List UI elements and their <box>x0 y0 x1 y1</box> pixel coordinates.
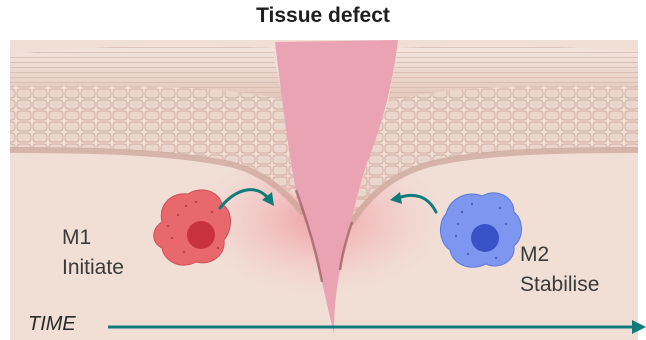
m1-label: M1 <box>62 226 91 250</box>
m1-role-label: Initiate <box>62 256 124 280</box>
time-axis-label: TIME <box>28 313 76 336</box>
m2-role-label: Stabilise <box>520 273 599 297</box>
m2-nucleus <box>471 224 499 252</box>
m2-macrophage <box>440 193 521 267</box>
diagram-title: Tissue defect <box>0 4 646 28</box>
m1-nucleus <box>187 221 215 249</box>
m2-label: M2 <box>520 243 549 267</box>
